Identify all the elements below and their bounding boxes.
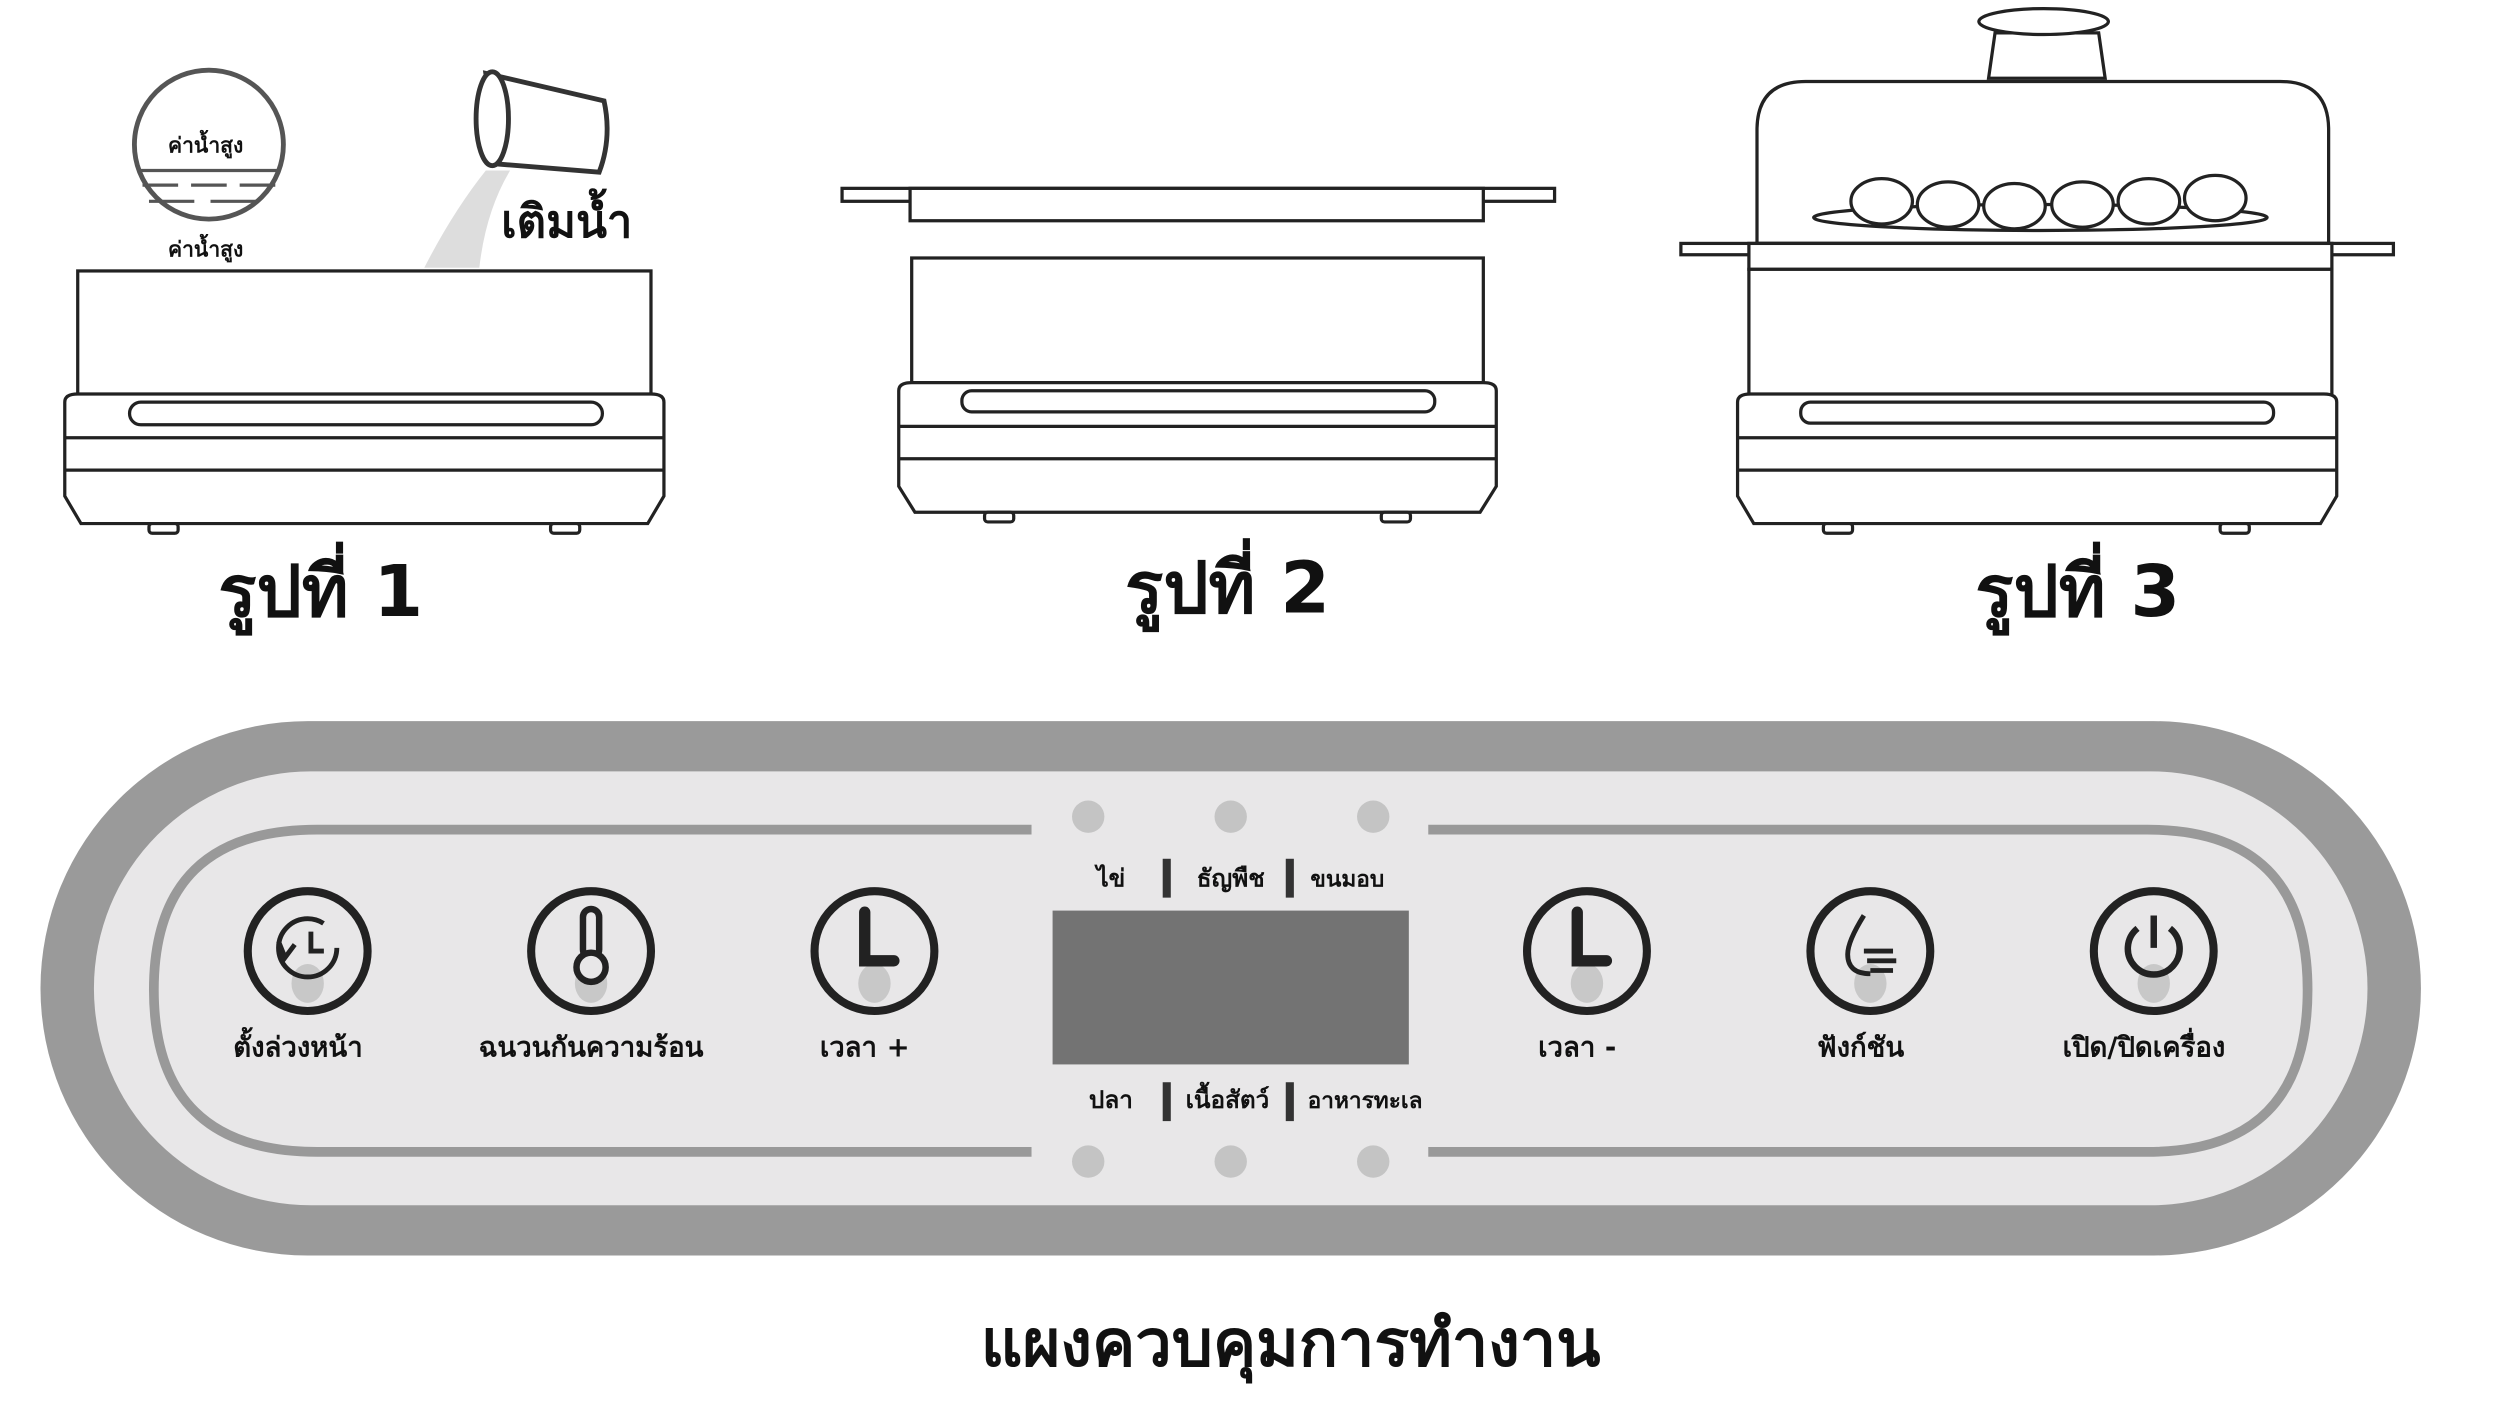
panel-button[interactable]: เวลา +	[810, 887, 939, 1063]
led-indicator	[1072, 1145, 1105, 1178]
mode-meat[interactable]: เนื้อสัตว์	[1186, 1081, 1270, 1114]
button-label: เวลา -	[1538, 1031, 1616, 1063]
led-indicator	[1214, 800, 1247, 833]
button-ring[interactable]	[527, 887, 656, 1016]
water-tank	[1747, 267, 2334, 399]
base-unit	[1735, 392, 2339, 526]
figure-caption: รูปที่ 1	[218, 541, 423, 636]
mode-egg[interactable]: ไข่	[1093, 863, 1125, 892]
led-indicator	[1357, 800, 1390, 833]
panel-button[interactable]: เวลา -	[1523, 887, 1651, 1063]
water-level-magnifier	[131, 67, 286, 222]
figure-2: รูปที่ 2	[840, 186, 1557, 633]
water-level-label-inner: ค่าน้ำสูง	[168, 130, 243, 160]
steam-drop-icon	[1845, 914, 1897, 977]
button-ring[interactable]	[810, 887, 939, 1016]
pouring-cup-icon	[424, 69, 610, 268]
button-ring[interactable]	[2089, 887, 2218, 1016]
power-icon	[2124, 915, 2183, 978]
button-ring[interactable]	[1806, 887, 1935, 1016]
led-indicator	[291, 964, 324, 1003]
figure-3: รูปที่ 3	[1679, 6, 2396, 636]
button-label: เวลา +	[820, 1031, 910, 1063]
panel-button[interactable]: ฉนวนกันความร้อน	[479, 887, 704, 1063]
button-label: ฟังก์ชัน	[1817, 1031, 1904, 1063]
mode-fish[interactable]: ปลา	[1089, 1085, 1133, 1114]
mode-grain[interactable]: ธัญพืช	[1197, 863, 1265, 892]
figure-caption: รูปที่ 2	[1125, 538, 1330, 633]
thermometer-icon	[573, 905, 609, 986]
button-ring[interactable]	[243, 887, 372, 1016]
button-label: เปิด/ปิดเครื่อง	[2063, 1027, 2226, 1063]
mode-baked[interactable]: ขนมอบ	[1310, 866, 1384, 892]
button-ring[interactable]	[1523, 887, 1651, 1016]
mode-indicators-bottom: ปลา เนื้อสัตว์ อาหารทะเล	[1072, 1081, 1423, 1178]
base-unit	[897, 381, 1498, 514]
panel-button[interactable]: ตั้งล่วงหน้า	[233, 887, 372, 1063]
clock-icon	[859, 906, 900, 967]
water-tank	[76, 269, 653, 399]
led-indicator	[1214, 1145, 1247, 1178]
led-indicator	[1570, 964, 1604, 1003]
led-indicator	[858, 964, 891, 1003]
mode-indicators-top: ไข่ ธัญพืช ขนมอบ	[1072, 800, 1390, 898]
led-indicator	[1357, 1145, 1390, 1178]
button-label: ตั้งล่วงหน้า	[233, 1026, 362, 1063]
control-panel: ตั้งล่วงหน้า ฉนวนกันความร้อน เวลา + เวลา - ฟ…	[40, 721, 2421, 1256]
panel-button[interactable]: เปิด/ปิดเครื่อง	[2063, 887, 2226, 1063]
base-unit	[63, 392, 666, 526]
steam-tray	[908, 186, 1485, 223]
clock-icon	[1571, 906, 1613, 967]
panel-button[interactable]: ฟังก์ชัน	[1806, 887, 1935, 1063]
steamer-lid	[1755, 79, 2331, 246]
mode-seafood[interactable]: อาหารทะเล	[1308, 1088, 1423, 1114]
led-indicator	[1072, 800, 1105, 833]
panel-title: แผงควบคุมการทำงาน	[981, 1307, 1601, 1385]
button-label: ฉนวนกันความร้อน	[479, 1031, 704, 1063]
water-tank	[910, 256, 1485, 388]
lid-knob	[1986, 31, 2108, 80]
delay-timer-icon	[276, 916, 340, 980]
water-level-label-outer: ค่าน้ำสูง	[168, 233, 243, 263]
figure-caption: รูปที่ 3	[1975, 541, 2180, 636]
lcd-display	[1052, 910, 1409, 1065]
figure-1: ค่าน้ำสูง ค่าน้ำสูง เติมน้ำ รูปที่ 1	[63, 67, 666, 636]
eggs	[1849, 173, 2248, 231]
fill-water-label: เติมน้ำ	[501, 188, 632, 248]
